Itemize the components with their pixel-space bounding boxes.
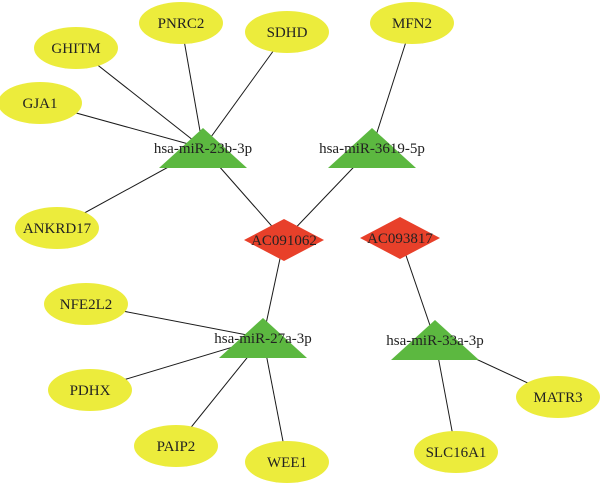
gene-ellipse [414,431,498,473]
mirna-triangle [219,318,307,358]
node-ANKRD17[interactable]: ANKRD17 [15,207,99,249]
gene-ellipse [139,2,223,44]
node-label: hsa-miR-23b-3p [154,141,252,157]
mirna-triangle [328,128,416,168]
node-mir23b[interactable]: hsa-miR-23b-3p [154,128,252,168]
node-label: GHITM [51,41,100,57]
mirna-triangle [391,320,479,360]
node-label: ANKRD17 [23,221,92,237]
node-label: MFN2 [392,16,432,32]
node-label: AC093817 [367,231,433,247]
node-label: AC091062 [251,233,317,249]
node-label: WEE1 [267,455,307,471]
node-WEE1[interactable]: WEE1 [245,441,329,483]
gene-ellipse [370,2,454,44]
node-mir27a[interactable]: hsa-miR-27a-3p [214,318,312,358]
lncrna-diamond [360,217,440,259]
node-label: hsa-miR-33a-3p [386,333,483,349]
gene-ellipse [245,11,329,53]
node-label: hsa-miR-27a-3p [214,331,311,347]
node-label: hsa-miR-3619-5p [319,141,425,157]
mirna-triangle [159,128,247,168]
node-label: SDHD [267,25,308,41]
node-label: SLC16A1 [426,445,487,461]
node-PNRC2[interactable]: PNRC2 [139,2,223,44]
node-MATR3[interactable]: MATR3 [516,376,600,418]
gene-ellipse [134,425,218,467]
node-AC091062[interactable]: AC091062 [244,219,324,261]
edge-mir3619-MFN2 [371,22,413,149]
node-label: PNRC2 [158,16,205,32]
node-mir33a[interactable]: hsa-miR-33a-3p [386,320,484,360]
node-label: GJA1 [22,96,57,112]
node-AC093817[interactable]: AC093817 [360,217,440,259]
gene-ellipse [245,441,329,483]
node-label: PAIP2 [157,439,196,455]
node-MFN2[interactable]: MFN2 [370,2,454,44]
node-mir3619[interactable]: hsa-miR-3619-5p [319,128,425,168]
gene-ellipse [15,207,99,249]
node-SDHD[interactable]: SDHD [245,11,329,53]
node-label: MATR3 [533,390,582,406]
gene-ellipse [48,369,132,411]
lncrna-diamond [244,219,324,261]
node-GHITM[interactable]: GHITM [34,27,118,69]
node-label: NFE2L2 [60,297,113,313]
gene-ellipse [0,82,82,124]
node-PAIP2[interactable]: PAIP2 [134,425,218,467]
gene-ellipse [516,376,600,418]
gene-ellipse [34,27,118,69]
node-label: PDHX [70,383,111,399]
node-PDHX[interactable]: PDHX [48,369,132,411]
node-NFE2L2[interactable]: NFE2L2 [44,283,128,325]
gene-ellipse [44,283,128,325]
node-GJA1[interactable]: GJA1 [0,82,82,124]
node-SLC16A1[interactable]: SLC16A1 [414,431,498,473]
